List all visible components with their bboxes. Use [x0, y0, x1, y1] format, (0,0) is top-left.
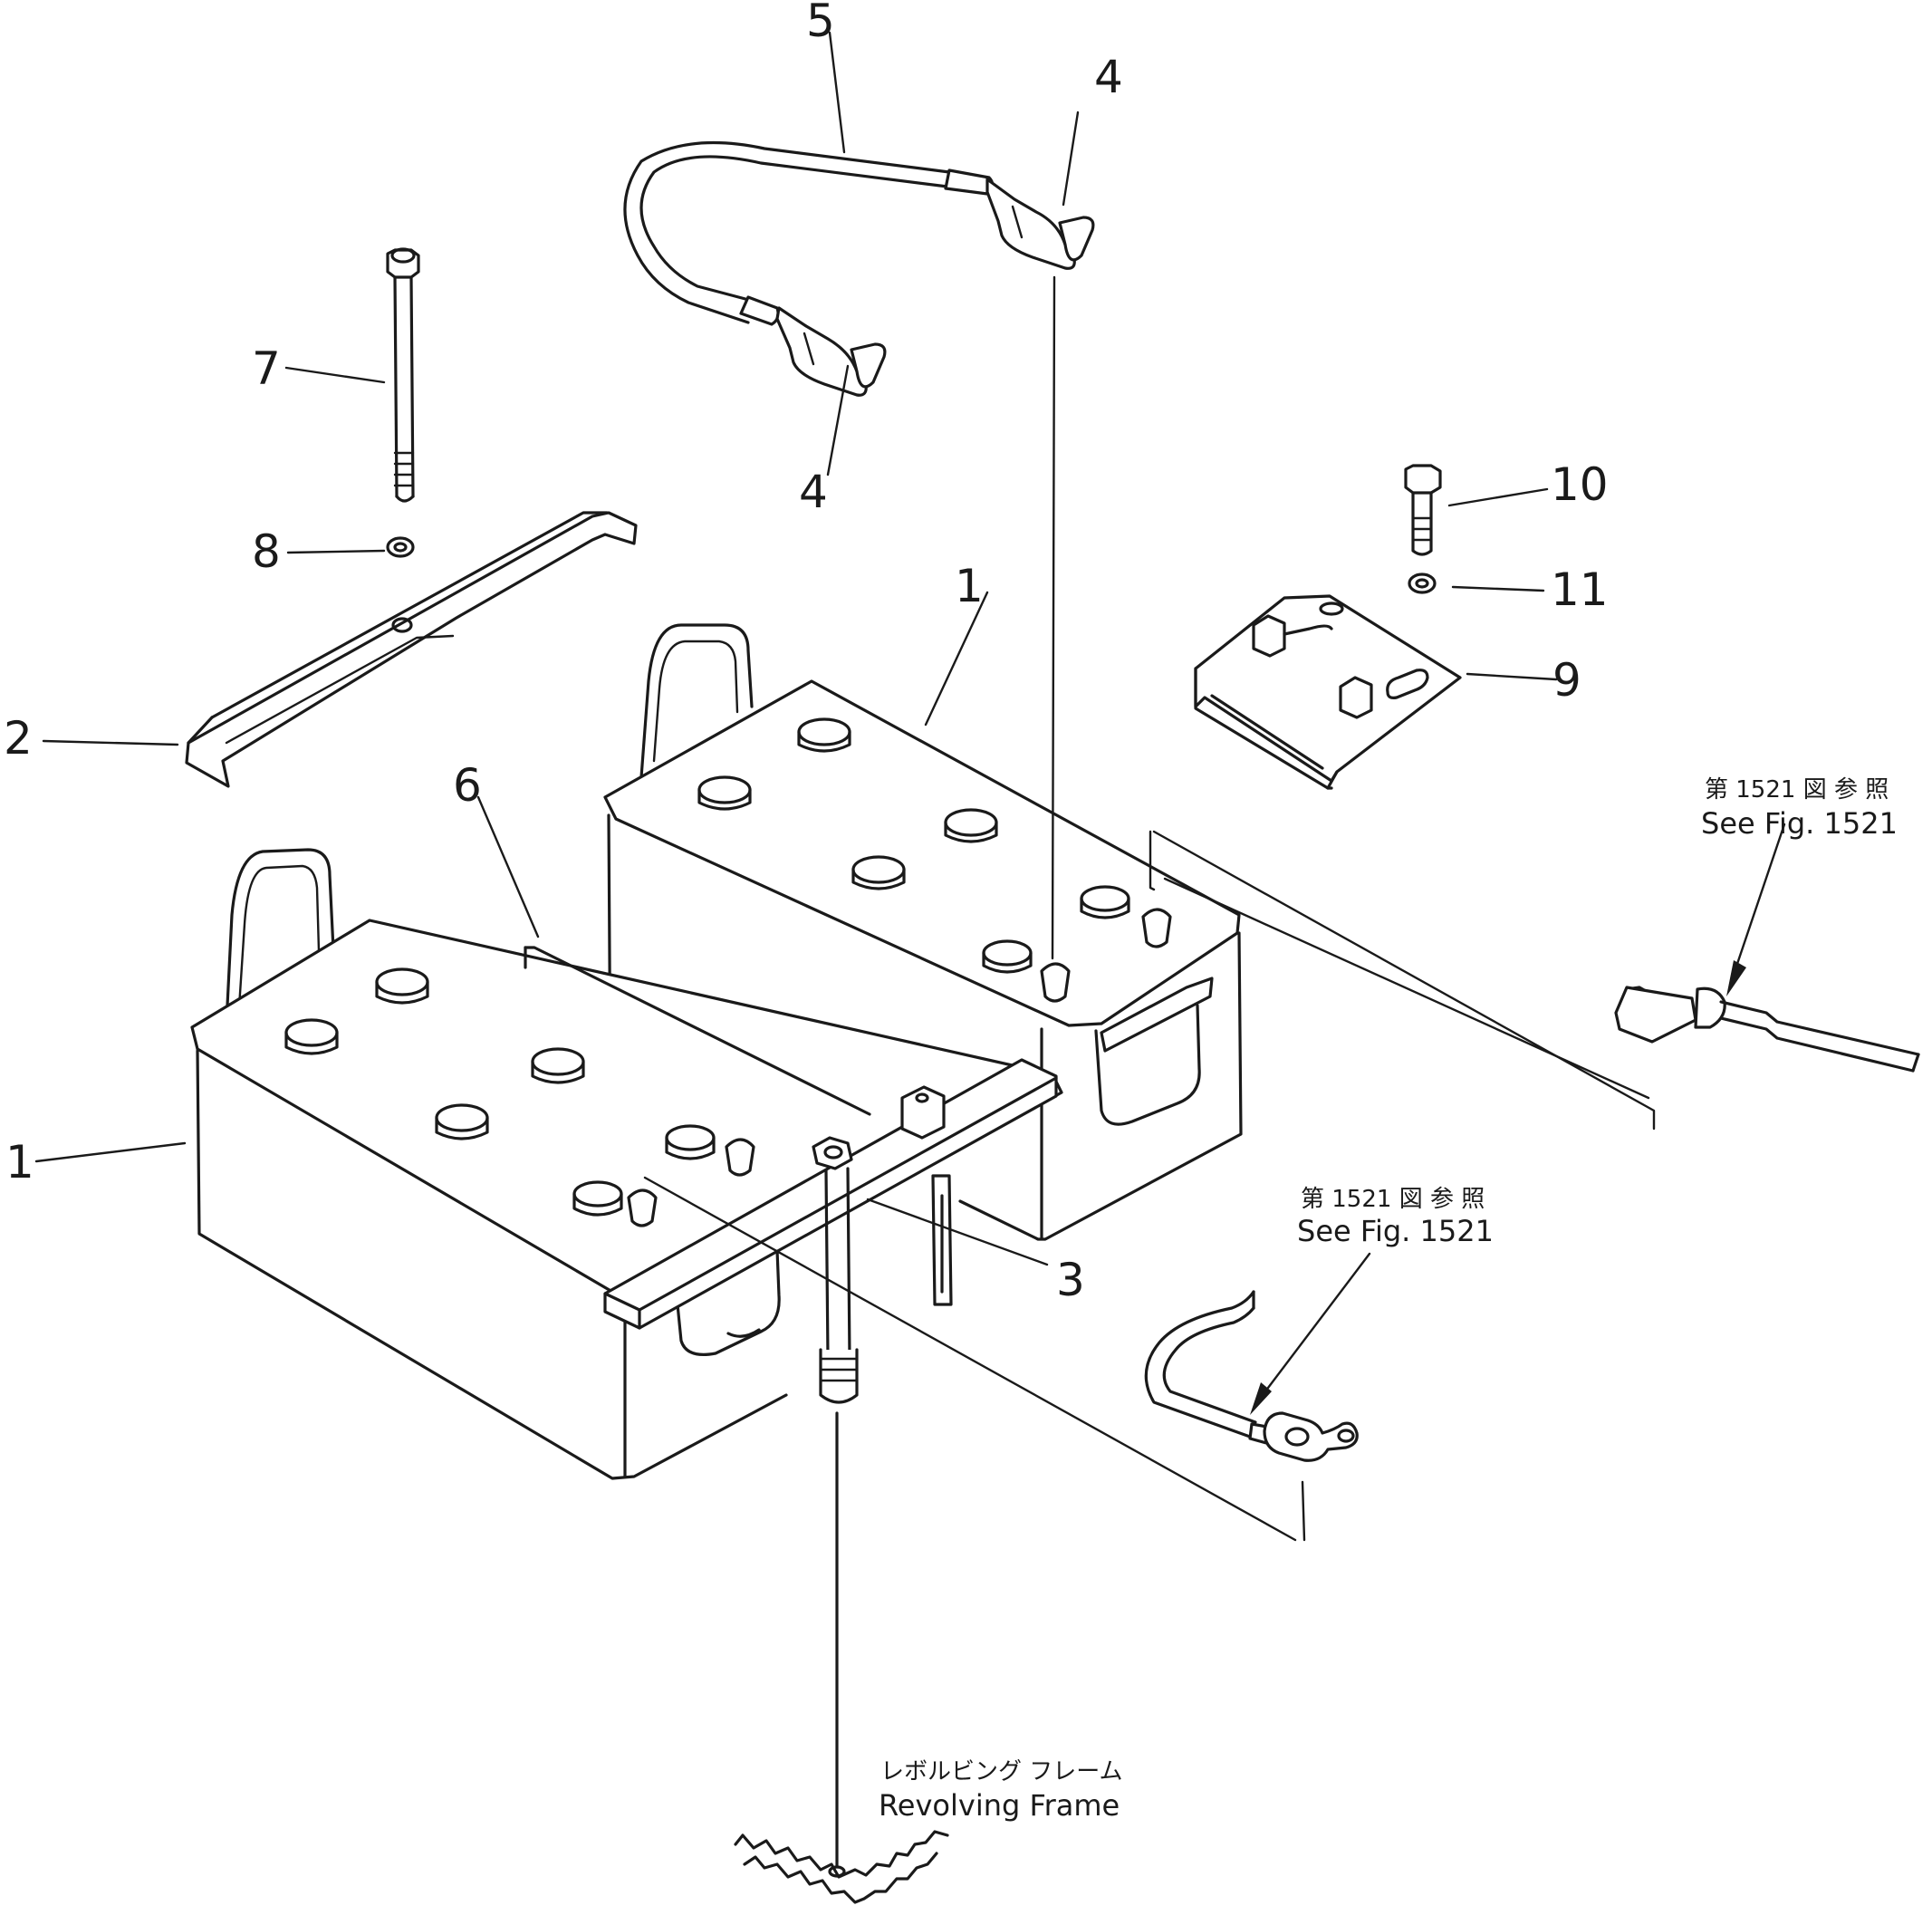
callout-3: 3 [1056, 1254, 1085, 1306]
j-bolt-lower [819, 1167, 859, 1868]
cap [944, 808, 998, 843]
washer [386, 536, 415, 558]
clamp-bracket [185, 511, 638, 788]
cap [697, 775, 752, 811]
j-bolt [386, 247, 420, 503]
terminal-bottom [775, 306, 887, 397]
cap [665, 1124, 716, 1160]
leader-arrowheads [1250, 960, 1746, 1415]
cap [435, 1103, 489, 1140]
cap [1080, 885, 1130, 919]
terminal-post [627, 1188, 658, 1227]
callout-10: 10 [1551, 458, 1609, 511]
callout-11: 11 [1551, 563, 1609, 616]
callout-7: 7 [252, 342, 281, 395]
cap [572, 1180, 623, 1217]
terminal-post [1040, 962, 1071, 1003]
battery-right [603, 623, 1243, 1241]
bolt [1404, 464, 1442, 556]
washer-11 [1408, 573, 1437, 594]
terminal-post [1141, 908, 1172, 948]
hold-down-bar [603, 1058, 1058, 1330]
callout-4-top: 4 [1094, 51, 1123, 103]
callout-2: 2 [4, 712, 33, 765]
callout-6: 6 [453, 759, 482, 812]
terminal-top [985, 178, 1095, 270]
ref-cable-upper [1614, 986, 1920, 1073]
separator-plate [524, 946, 953, 1306]
cap [531, 1047, 585, 1084]
revolving-frame [734, 1830, 949, 1904]
frame-label-jp: レボルビング フレーム [880, 1758, 1123, 1785]
ref-lower-jp: 第 1521 図 参 照 [1301, 1186, 1485, 1213]
callout-1-right: 1 [955, 560, 984, 612]
terminal-bracket [1194, 594, 1462, 790]
battery-cable [623, 140, 1095, 397]
cap [375, 967, 429, 1005]
callout-5: 5 [806, 0, 835, 47]
callout-8: 8 [252, 525, 281, 578]
cap [797, 717, 851, 753]
terminal-post [725, 1138, 755, 1177]
frame-label-en: Revolving Frame [879, 1788, 1120, 1823]
callout-9: 9 [1552, 654, 1581, 707]
ref-upper-en: See Fig. 1521 [1701, 806, 1898, 841]
callout-4-bottom: 4 [799, 466, 828, 518]
leader-lines [34, 31, 1786, 1390]
callout-1-left: 1 [5, 1136, 34, 1188]
cap [284, 1018, 339, 1055]
assembly-lines [643, 275, 1656, 1542]
cap [982, 939, 1033, 974]
cap [851, 855, 906, 890]
ref-lower-en: See Fig. 1521 [1297, 1214, 1494, 1248]
ref-upper-jp: 第 1521 図 参 照 [1705, 776, 1889, 804]
ref-cable-lower [1144, 1290, 1359, 1462]
